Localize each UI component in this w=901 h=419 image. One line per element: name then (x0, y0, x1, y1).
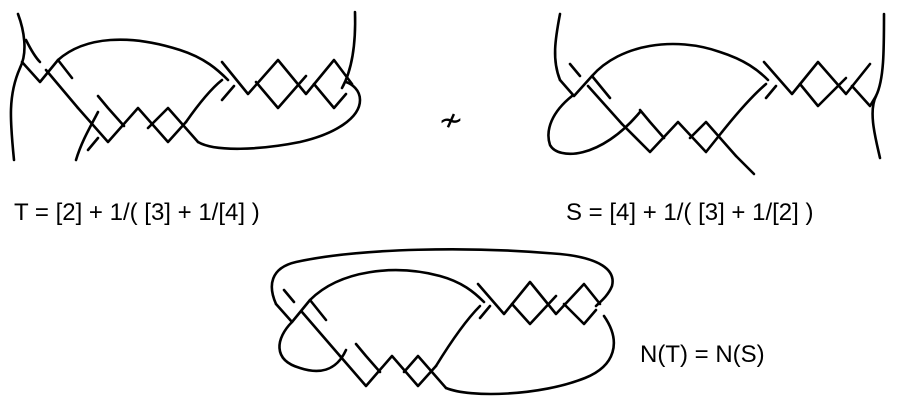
tangle-t-formula: T = [2] + 1/( [3] + 1/[4] ) (14, 199, 260, 226)
tangle-s-formula: S = [4] + 1/( [3] + 1/[2] ) (566, 199, 814, 226)
tangle-s-drawing (547, 12, 886, 176)
numerator-closure-drawing (270, 248, 616, 396)
not-equivalent-symbol: ≁ (438, 103, 463, 138)
tangle-t-drawing (9, 10, 362, 162)
numerator-equality-label: N(T) = N(S) (640, 341, 765, 368)
